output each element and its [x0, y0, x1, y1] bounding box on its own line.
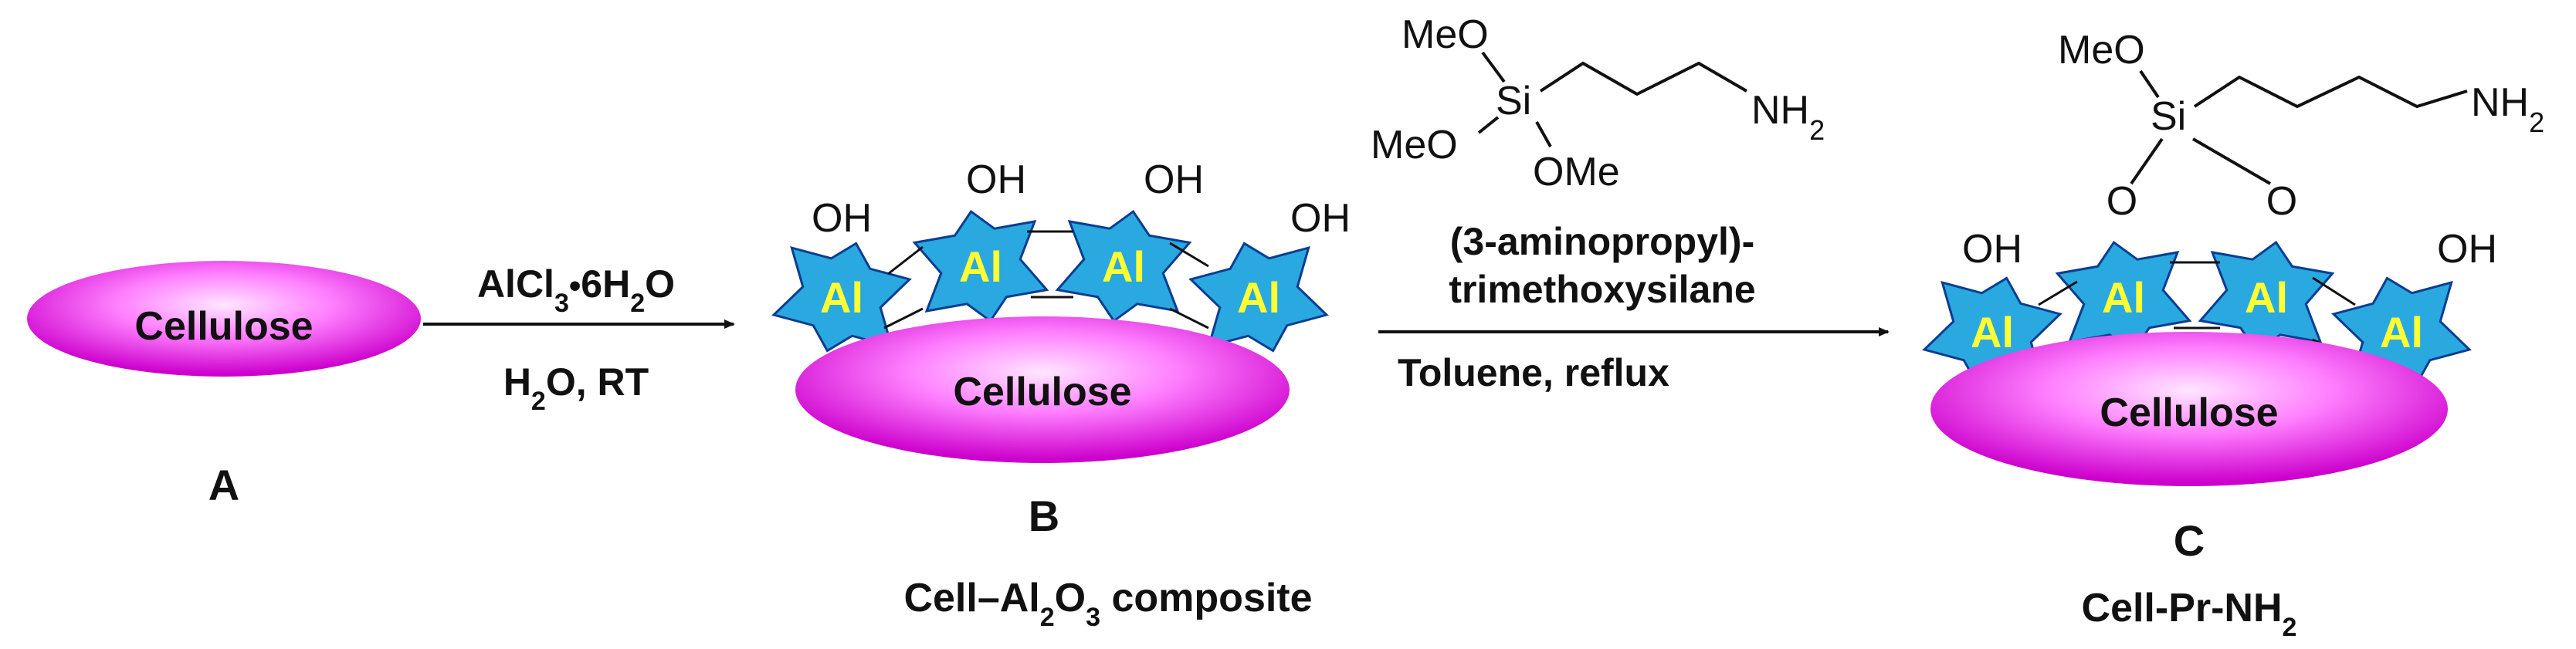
silane-meo-left: MeO: [1371, 123, 1458, 167]
al-label-c3: Al: [2245, 273, 2288, 322]
bridge-b: [883, 230, 1209, 330]
oh-label-b1: OH: [812, 196, 872, 241]
cellulose-ellipse-b: [795, 316, 1290, 463]
al-label-b4: Al: [1237, 273, 1280, 322]
al-label-b1: Al: [820, 273, 863, 322]
al-oxide-cluster-b: Al Al Al Al OH OH OH OH: [767, 157, 1351, 368]
al-label-c4: Al: [2380, 308, 2423, 357]
silane-name-1: (3-aminopropyl)-: [1450, 220, 1754, 263]
silane-meo-top: MeO: [1402, 12, 1489, 57]
c-o-right: O: [2266, 179, 2297, 224]
silane-nh2: NH2: [1751, 88, 1825, 146]
caption-b: Cell–Al2O3 composite: [903, 576, 1312, 632]
reaction-arrow-2: Toluene, reflux: [1378, 327, 1890, 394]
reagent-solvent-1: H2O, RT: [503, 360, 649, 416]
compound-label-b: B: [1029, 492, 1059, 540]
silane-name-2: trimethoxysilane: [1449, 268, 1755, 311]
al-label-b2: Al: [959, 242, 1002, 291]
caption-c: Cell-Pr-NH2: [2082, 586, 2297, 642]
silane-si: Si: [1496, 79, 1531, 123]
reagent-alcl3: AlCl3•6H2O: [477, 262, 675, 318]
silane-bonds: [1477, 51, 1748, 147]
compound-c: MeO Si NH2 O O Al Al Al Al OH OH Cellulo…: [1917, 28, 2544, 642]
c-o-left: O: [2107, 179, 2137, 224]
cellulose-label-c: Cellulose: [2100, 390, 2278, 435]
al-label-c1: Al: [1971, 308, 2014, 357]
c-meo: MeO: [2058, 28, 2145, 73]
compound-label-a: A: [208, 461, 239, 509]
compound-b: Al Al Al Al OH OH OH OH Cellulose B Cell…: [767, 157, 1351, 632]
compound-a: Cellulose A: [27, 261, 421, 509]
c-silane-bonds: [2130, 69, 2468, 185]
compound-label-c: C: [2174, 516, 2205, 565]
silane-ome: OMe: [1533, 150, 1620, 194]
oh-label-b2: OH: [966, 157, 1026, 202]
reaction-arrow-1: AlCl3•6H2O H2O, RT: [423, 262, 735, 416]
al-oxide-cluster-c: Al Al Al Al OH OH: [1917, 227, 2497, 403]
cellulose-label-b: Cellulose: [953, 370, 1131, 414]
cellulose-ellipse-a: [27, 261, 421, 377]
conditions-2: Toluene, reflux: [1398, 351, 1669, 394]
oh-label-b4: OH: [1290, 196, 1351, 241]
al-label-b3: Al: [1102, 242, 1145, 291]
oh-label-c2: OH: [2437, 227, 2497, 272]
cellulose-ellipse-c: [1930, 332, 2448, 486]
silane-reagent: MeO MeO OMe Si NH2 (3-aminopropyl)- trim…: [1371, 12, 1825, 311]
c-si: Si: [2151, 94, 2186, 139]
cellulose-label-a: Cellulose: [134, 304, 313, 349]
oh-label-c1: OH: [1962, 227, 2022, 272]
al-label-c2: Al: [2102, 273, 2145, 322]
oh-label-b3: OH: [1144, 157, 1204, 202]
c-nh2: NH2: [2471, 80, 2544, 138]
